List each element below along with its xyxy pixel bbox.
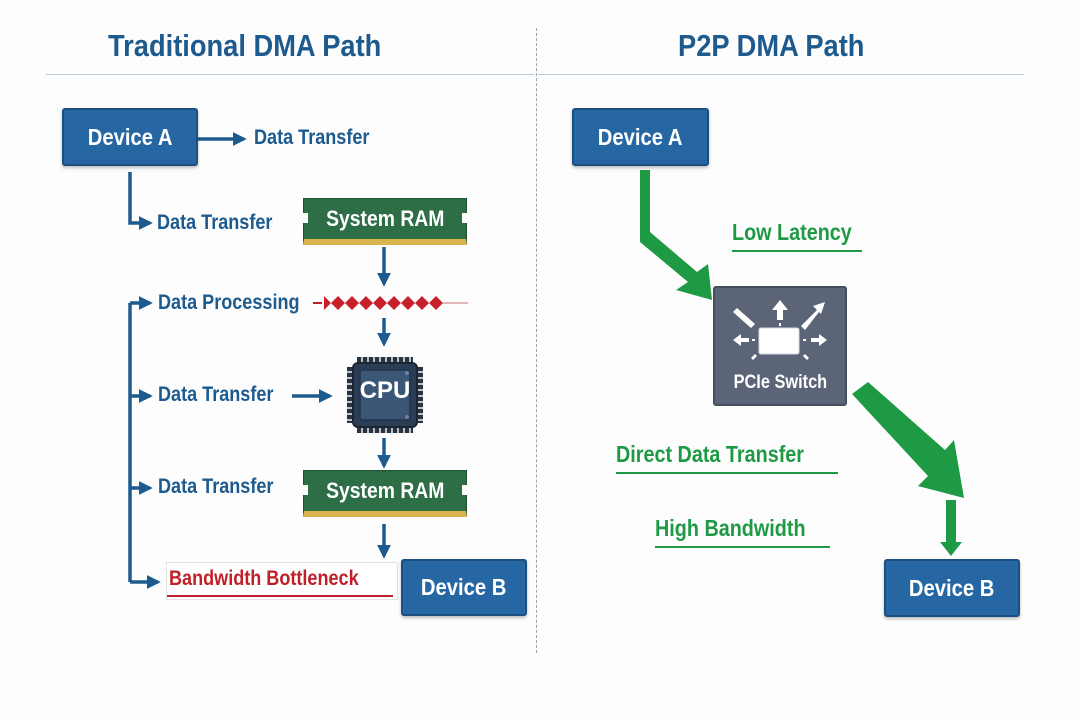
left-device-a: Device A xyxy=(62,108,198,166)
left-device-b: Device B xyxy=(401,559,527,616)
arrow-deviceA-down-transfer xyxy=(128,172,153,230)
label-low-latency: Low Latency xyxy=(732,219,852,245)
left-device-b-label: Device B xyxy=(421,574,507,600)
system-ram-bottom: System RAM xyxy=(303,470,467,517)
right-title-divider xyxy=(538,74,1024,75)
bottleneck-underline xyxy=(167,595,393,597)
arrow-deviceA-to-switch xyxy=(640,170,712,300)
label-data-transfer-1: Data Transfer xyxy=(254,126,370,149)
system-ram-bottom-label: System RAM xyxy=(325,478,445,503)
left-title-divider xyxy=(46,74,534,75)
cpu-chip: CPU xyxy=(345,355,425,435)
label-data-transfer-4: Data Transfer xyxy=(158,475,274,498)
arrow-switch-to-deviceB xyxy=(852,382,964,498)
arrow-down-to-deviceB xyxy=(940,500,962,556)
pcie-switch-label: PCIe Switch xyxy=(733,372,827,393)
cpu-label: CPU xyxy=(359,377,411,404)
right-panel-title: P2P DMA Path xyxy=(678,28,865,63)
left-device-a-label: Device A xyxy=(87,123,173,150)
switch-icon xyxy=(733,300,827,360)
label-data-processing: Data Processing xyxy=(158,291,300,314)
label-direct-data-transfer: Direct Data Transfer xyxy=(616,441,804,467)
label-data-transfer-3: Data Transfer xyxy=(158,383,274,406)
direct-transfer-underline xyxy=(616,472,838,474)
low-latency-underline xyxy=(732,250,862,252)
label-data-transfer-2: Data Transfer xyxy=(157,211,273,234)
right-device-b: Device B xyxy=(884,559,1020,617)
system-ram-top: System RAM xyxy=(303,198,467,245)
processing-zigzag-icon xyxy=(313,296,468,310)
left-panel-title: Traditional DMA Path xyxy=(108,28,382,63)
system-ram-top-label: System RAM xyxy=(325,206,445,231)
right-device-a: Device A xyxy=(572,108,709,166)
right-device-a-label: Device A xyxy=(598,123,683,150)
cpu-icon xyxy=(347,357,423,433)
bandwidth-bottleneck-label: Bandwidth Bottleneck xyxy=(166,562,398,600)
pcie-switch: PCIe Switch xyxy=(713,286,847,406)
high-bandwidth-underline xyxy=(655,546,830,548)
panel-divider xyxy=(536,28,537,653)
right-device-b-label: Device B xyxy=(909,574,995,601)
bandwidth-bottleneck-text: Bandwidth Bottleneck xyxy=(169,567,359,590)
label-high-bandwidth: High Bandwidth xyxy=(655,515,806,541)
